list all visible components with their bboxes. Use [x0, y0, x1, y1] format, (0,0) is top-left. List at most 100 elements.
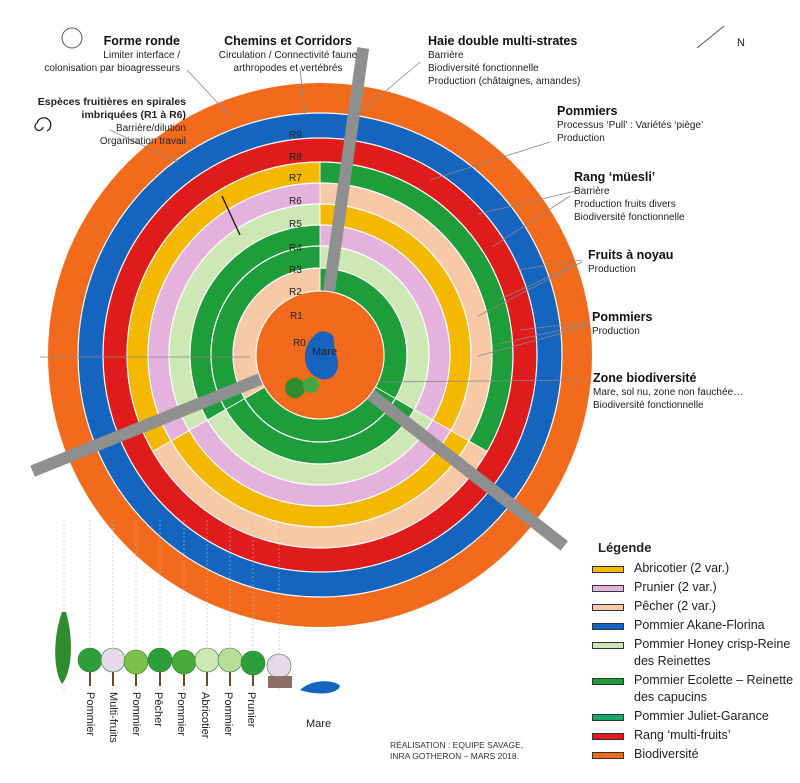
leader-line: [477, 189, 581, 215]
legend-swatch: [592, 642, 624, 649]
fruit-tree-icon: [100, 647, 126, 673]
legend-item: Pêcher (2 var.): [592, 598, 797, 615]
legend-swatch: [592, 678, 624, 685]
credit-line: RÉALISATION : EQUIPE SAVAGE,: [390, 740, 524, 750]
ring-label: R8: [289, 152, 302, 163]
annotation-line: Barrière: [574, 186, 610, 197]
annotation-line: Mare, sol nu, zone non fauchée…: [593, 387, 744, 398]
leader-line: [353, 61, 421, 119]
ring-label: R1: [290, 311, 303, 322]
ring-label: R2: [289, 287, 302, 298]
leader-line: [429, 141, 551, 181]
legend-item: Pommier Akane-Florina: [592, 617, 797, 634]
legend-label: Abricotier (2 var.): [634, 561, 730, 575]
legend-label: Pommier Honey crisp-Reine des Reinettes: [634, 637, 791, 668]
legend-label: Prunier (2 var.): [634, 580, 717, 594]
annotation-line: Production fruits divers: [574, 199, 676, 210]
annotation-line: Biodiversité fonctionnelle: [593, 400, 704, 411]
fruit-tree-icon: [147, 647, 173, 673]
annotation-chemins: Chemins et Corridors Circulation / Conne…: [212, 33, 364, 75]
ring-label: R9: [289, 130, 302, 141]
ring-separator: [210, 245, 430, 465]
legend-item: Prunier (2 var.): [592, 579, 797, 596]
tree-label: Prunier: [245, 692, 257, 728]
north-label: N: [737, 37, 745, 49]
fruit-tree-icon: [240, 650, 266, 676]
fruit-tree-icon: [77, 647, 103, 673]
corridor-path: [319, 47, 370, 317]
tree-label: Pommier: [84, 692, 96, 737]
leader-line: [517, 259, 583, 271]
corridor-path: [347, 374, 568, 551]
annotation-title: Pommiers: [592, 310, 653, 324]
legend-item: Biodiversité: [592, 746, 797, 763]
annotation-line: Barrière/dilution: [115, 123, 186, 134]
tree-label: Multi-fruits: [107, 692, 119, 743]
leader-line: [186, 69, 233, 119]
ring-separator: [232, 267, 408, 443]
annotation-title: Pommiers: [557, 104, 618, 118]
annotation-line: Circulation / Connectivité faune: [218, 50, 358, 61]
corridor-path: [30, 364, 286, 477]
ring-separator: [147, 182, 493, 528]
leader-line: [477, 325, 589, 357]
north-arrow-icon: [696, 25, 725, 49]
annotation-rang-muesli: Rang ‘müesli’ Barrière Production fruits…: [574, 169, 754, 224]
leader-line: [491, 195, 571, 248]
leader-line: [519, 321, 589, 331]
annotation-pommiers-pull: Pommiers Processus ‘Pull’ : Variétés ‘pi…: [557, 103, 757, 145]
tree-label: Pommier: [222, 692, 234, 737]
log-pile-icon: [268, 676, 292, 688]
annotation-line: Production (châtaignes, amandes): [428, 76, 581, 87]
legend-item: Pommier Ecolette – Reinette des capucins: [592, 672, 797, 706]
leader-line: [371, 379, 586, 383]
ring-label: R5: [289, 219, 302, 230]
annotation-title: Chemins et Corridors: [224, 34, 352, 48]
tree-icon: [303, 377, 319, 393]
annotation-zone-biodiversite: Zone biodiversité Mare, sol nu, zone non…: [593, 370, 793, 412]
annotation-line: Biodiversité fonctionnelle: [428, 63, 539, 74]
annotation-title: Rang ‘müesli’: [574, 170, 656, 184]
mare-icon: [300, 681, 340, 694]
legend-items: Abricotier (2 var.) Prunier (2 var.) Pêche…: [592, 560, 797, 763]
annotation-line: Production: [588, 264, 636, 275]
fruit-tree-icon: [123, 649, 149, 675]
annotation-haie: Haie double multi-strates Barrière Biodi…: [428, 33, 608, 88]
legend-label: Pommier Juliet-Garance: [634, 709, 769, 723]
fruit-tree-icon: [217, 647, 243, 673]
annotation-line: colonisation par bioagresseurs: [44, 63, 180, 74]
annotation-line: Organisation travail: [99, 136, 186, 147]
legend-item: Pommier Honey crisp-Reine des Reinettes: [592, 636, 797, 670]
leader-line: [497, 323, 589, 345]
legend-swatch: [592, 604, 624, 611]
spiral-icon: [34, 117, 52, 132]
ring-label: R4: [289, 243, 302, 254]
annotation-forme-ronde: Forme ronde Limiter interface / colonisa…: [20, 33, 180, 75]
leader-line: [477, 261, 583, 317]
legend-title: Légende: [598, 540, 652, 555]
annotation-pommiers-production: Pommiers Production: [592, 309, 742, 338]
legend-swatch: [592, 623, 624, 630]
legend-label: Biodiversité: [634, 747, 699, 761]
ring-label: R7: [289, 173, 302, 184]
legend-swatch: [592, 733, 624, 740]
ring-label: R3: [289, 265, 302, 276]
legend-swatch: [592, 585, 624, 592]
leader-line: [497, 261, 583, 301]
annotation-title: imbriquées (R1 à R6): [81, 109, 186, 121]
ring-separator: [168, 203, 472, 507]
leader-line: [109, 129, 179, 163]
annotation-line: Processus ‘Pull’ : Variétés ‘piège’: [557, 120, 704, 131]
ring-separator: [77, 112, 563, 598]
annotation-title: Espèces fruitières en spirales: [37, 96, 186, 108]
ring-separator: [126, 161, 514, 549]
center-label: Mare: [312, 346, 337, 358]
mare-pond: [304, 331, 338, 380]
hedge-tree-icon: [55, 612, 71, 684]
leader-line: [221, 195, 241, 236]
annotation-line: Barrière: [428, 50, 464, 61]
ring-label: R0: [293, 338, 306, 349]
ring-label: R6: [289, 196, 302, 207]
